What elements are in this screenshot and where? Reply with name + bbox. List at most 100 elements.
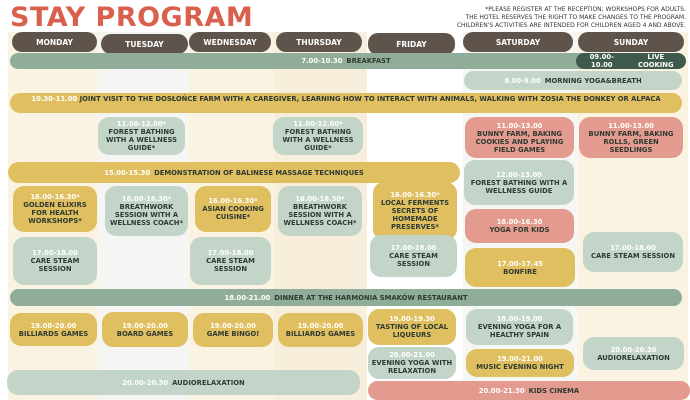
event-time: 16.00-16.30: [496, 218, 543, 226]
event-time: 16.00-16.30*: [30, 193, 80, 201]
event-name: TASTING OF LOCAL LIQUEURS: [375, 323, 449, 339]
event-name: YOGA FOR KIDS: [489, 226, 550, 234]
event-time: 17.00-18.00: [390, 244, 437, 252]
day-header-sunday: SUNDAY: [578, 32, 684, 52]
event-name: BILLIARDS GAMES: [285, 330, 356, 338]
event-time: 20.00-21.30: [478, 386, 525, 395]
event-forest-bathing-thursday: 11.00-12.00*FOREST BATHING WITH A WELLNE…: [273, 117, 363, 155]
event-time: 19.00-20.00: [30, 321, 77, 330]
event-name: GOLDEN ELIXIRS FOR HEALTH WORKSHOPS*: [23, 201, 87, 225]
event-name: DINNER AT THE HARMONIA SMAKÓW RESTAURANT: [274, 293, 468, 302]
event-time: 11.00-13.00: [608, 121, 654, 130]
event-time: 20.00-20.30: [610, 345, 657, 354]
event-time: 20.00-20.30: [122, 378, 169, 387]
event-time: 17.00-17.45: [497, 259, 543, 268]
event-name: BREAKFAST: [346, 57, 391, 65]
event-name: CARE STEAM SESSION: [206, 257, 255, 273]
event-forest-bathing-tuesday: 11.00-12.00*FOREST BATHING WITH A WELLNE…: [98, 117, 185, 155]
event-time: 20.00-21.00: [389, 351, 435, 359]
event-time: 18.00-21.00: [224, 293, 271, 302]
day-header-tuesday: TUESDAY: [101, 34, 188, 54]
event-local-ferments: 16.00-16.30*LOCAL FERMENTS SECRETS OF HO…: [373, 182, 457, 240]
event-name: BONFIRE: [503, 267, 537, 276]
event-name: CARE STEAM SESSION: [30, 257, 80, 273]
day-header-saturday: SATURDAY: [463, 32, 573, 52]
event-name: CARE STEAM SESSION: [389, 252, 438, 268]
event-name: AUDIORELAXATION: [172, 378, 245, 387]
event-time: 16.00-16.30*: [121, 195, 172, 203]
event-time: 09.00-10.00: [589, 53, 614, 69]
event-name: AUDIORELAXATION: [597, 353, 670, 362]
event-name: BUNNY FARM, BAKING COOKIES AND PLAYING F…: [475, 129, 564, 154]
event-golden-elixirs: 16.00-16.30*GOLDEN ELIXIRS FOR HEALTH WO…: [13, 186, 97, 232]
event-name: GAME BINGO!: [206, 330, 260, 338]
event-name: EVENING YOGA WITH RELAXATION: [371, 359, 453, 375]
event-name: LOCAL FERMENTS SECRETS OF HOMEMADE PRESE…: [381, 199, 449, 231]
event-name: CARE STEAM SESSION: [590, 252, 676, 260]
registration-note: *Please register at the reception; works…: [457, 6, 686, 30]
event-name: DEMONSTRATION OF BALINESE MASSAGE TECHNI…: [154, 168, 364, 177]
day-header-thursday: THURSDAY: [276, 32, 362, 52]
event-name: KIDS CINEMA: [528, 386, 580, 395]
note-line: Children's activities are intended for c…: [456, 22, 686, 29]
event-time: 11.00-12.00*: [116, 120, 167, 128]
event-name: JOINT VISIT TO THE DOSŁOŃCE FARM WITH A …: [79, 95, 661, 103]
event-time: 19.00-20.00: [297, 322, 344, 330]
event-name: ASIAN COOKING CUISINE*: [202, 205, 264, 221]
event-name: MUSIC EVENING NIGHT: [476, 363, 564, 371]
event-name: BUNNY FARM, BAKING ROLLS, GREEN SEEDLING…: [588, 129, 674, 154]
note-line: *Please register at the reception; works…: [485, 6, 686, 13]
event-breathwork-thursday: 16.00-16.30*BREATHWORK SESSION WITH A WE…: [278, 186, 362, 236]
event-time: 19.00-19.30: [389, 315, 435, 323]
event-time: 16.00-16.30*: [295, 195, 345, 203]
event-time: 19.00-20.00: [122, 321, 168, 330]
event-time: 18.00-19.00: [496, 315, 543, 323]
event-name: FOREST BATHING WITH A WELLNESS GUIDE*: [106, 128, 177, 152]
event-time: 19.00-21.00: [497, 355, 543, 363]
day-header-wednesday: WEDNESDAY: [189, 32, 271, 52]
event-name: BOARD GAMES: [116, 329, 174, 338]
event-time: 17.00-18.00: [207, 249, 254, 257]
event-name: LIVE COOKING: [637, 53, 674, 69]
event-live-cooking: 09.00-10.00 LIVE COOKING: [576, 53, 686, 69]
event-asian-cooking: 16.00-16.30*ASIAN COOKING CUISINE*: [195, 186, 271, 232]
event-time: 16.00-16.30*: [208, 197, 258, 205]
event-farm-visit: 10.30-11.00 JOINT VISIT TO THE DOSŁOŃCE …: [10, 93, 682, 113]
event-name: BREATHWORK SESSION WITH A WELLNESS COACH…: [283, 203, 357, 227]
event-name: EVENING YOGA FOR A HEALTHY SPAIN: [477, 323, 562, 339]
event-name: FOREST BATHING WITH A WELLNESS GUIDE*: [282, 128, 354, 152]
event-time: 11.00-13.00: [496, 121, 543, 130]
event-breathwork-tuesday: 16.00-16.30*BREATHWORK SESSION WITH A WE…: [105, 186, 188, 236]
day-header-friday: FRIDAY: [368, 33, 455, 55]
event-time: 17.00-18.00: [32, 249, 78, 257]
day-header-monday: MONDAY: [12, 32, 97, 52]
event-time: 10.30-11.00: [31, 95, 78, 103]
event-time: 7.00-10.30: [301, 57, 343, 65]
event-name: FOREST BATHING WITH A WELLNESS GUIDE: [470, 178, 568, 195]
event-time: 11.00-12.00*: [293, 120, 343, 128]
event-time: 15.00-15.30: [104, 168, 151, 177]
